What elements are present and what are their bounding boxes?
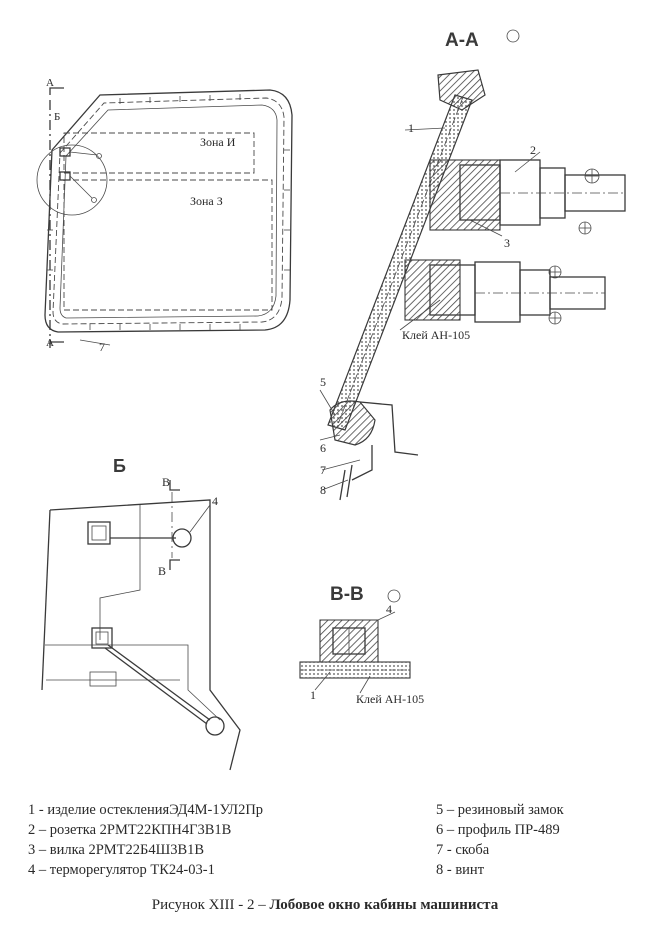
section-mark-a-bottom: А <box>46 337 54 349</box>
callout-6: 6 <box>320 441 326 455</box>
callout-3: 3 <box>504 236 510 250</box>
callout-5: 5 <box>320 375 326 389</box>
glue-label-vv: Клей АН-105 <box>356 692 424 706</box>
section-aa-title: А-А <box>445 30 479 51</box>
legend-left: 1 - изделие остекленияЭД4М-1УЛ2Пр 2 – ро… <box>28 800 263 880</box>
zone-i-outline <box>63 132 255 174</box>
legend-item: 5 – резиновый замок <box>436 802 564 818</box>
section-aa-drawing <box>319 29 626 501</box>
callout-4-vv: 4 <box>386 602 392 616</box>
callout-4-b: 4 <box>212 494 218 508</box>
legend-item: 6 – профиль ПР-489 <box>436 822 560 838</box>
caption-title: Лобовое окно кабины машиниста <box>269 897 499 913</box>
caption-prefix: Рисунок XIII - 2 – <box>151 897 270 913</box>
rotation-icon <box>506 29 520 43</box>
legend-item: 1 - изделие остекленияЭД4М-1УЛ2Пр <box>28 802 264 818</box>
section-vv-drawing <box>299 589 411 694</box>
callout-8: 8 <box>320 483 326 497</box>
callout-1: 1 <box>408 121 414 135</box>
detail-b-circle <box>36 144 108 216</box>
legend-item: 7 - скоба <box>436 842 490 858</box>
figure-caption: Рисунок XIII - 2 – Лобовое окно кабины м… <box>0 897 650 914</box>
legend-item: 4 – терморегулятор ТК24-03-1 <box>28 862 215 878</box>
callout-7: 7 <box>320 463 326 477</box>
section-mark-a-top: А <box>46 77 54 89</box>
section-b-title: Б <box>113 456 126 476</box>
rotation-icon-vv <box>387 589 401 603</box>
zone-z-outline <box>63 179 273 311</box>
legend-item: 2 – розетка 2РМТ22КПН4Г3В1В <box>28 822 232 838</box>
section-mark-v-top: В <box>162 475 170 489</box>
callout-7-front: 7 <box>99 340 105 354</box>
legend-item: 8 - винт <box>436 862 485 878</box>
callout-2: 2 <box>530 143 536 157</box>
section-vv-title: В-В <box>330 584 364 605</box>
callout-1-vv: 1 <box>310 688 316 702</box>
glue-label-aa: Клей АН-105 <box>402 328 470 342</box>
legend-right: 5 – резиновый замок 6 – профиль ПР-489 7… <box>436 800 564 880</box>
section-mark-b: Б <box>54 111 60 123</box>
window-front-view <box>36 87 293 348</box>
detail-b-drawing <box>41 480 241 771</box>
zone-i-label: Зона И <box>200 135 236 149</box>
zone-z-label: Зона З <box>190 194 223 208</box>
legend-item: 3 – вилка 2РМТ22Б4Ш3В1В <box>28 842 205 858</box>
section-mark-v-bottom: В <box>158 564 166 578</box>
